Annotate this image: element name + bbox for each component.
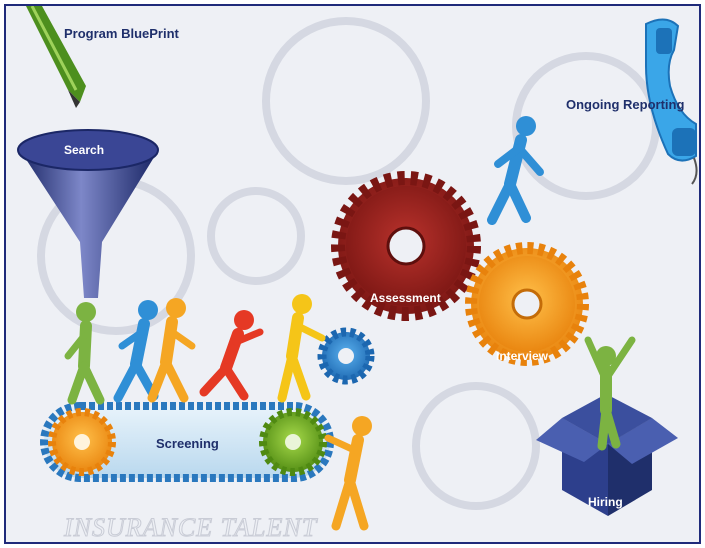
walking-figure-icon [487,116,544,225]
search-label: Search [64,143,104,157]
running-figure-green-icon [64,302,105,405]
pushing-figure-yellow-icon [277,294,326,403]
process-diagram: INSURANCE TALENT Program BluePrint Searc… [4,4,701,544]
watermark-text: INSURANCE TALENT [63,513,318,542]
pointing-figure-orange-icon [324,416,372,531]
jumping-figure-green-icon [584,336,636,451]
interview-label: Interview [496,349,549,363]
belt-gear-orange-icon [48,408,116,476]
running-figure-red-icon [199,310,264,401]
running-figure-blue-icon [113,300,159,403]
funnel-icon [17,129,159,298]
screening-label: Screening [156,436,219,451]
telephone-icon [645,18,698,185]
program-blueprint-label: Program BluePrint [64,26,180,41]
ongoing-reporting-label: Ongoing Reporting [566,97,684,112]
interview-gear-icon [465,242,589,366]
small-blue-gear-icon [317,327,375,385]
pen-icon [26,6,86,108]
assessment-gear-icon [331,171,481,321]
hiring-label: Hiring [588,495,623,509]
belt-gear-green-icon [259,408,327,476]
running-figure-orange-icon [147,298,196,403]
assessment-label: Assessment [370,291,441,305]
